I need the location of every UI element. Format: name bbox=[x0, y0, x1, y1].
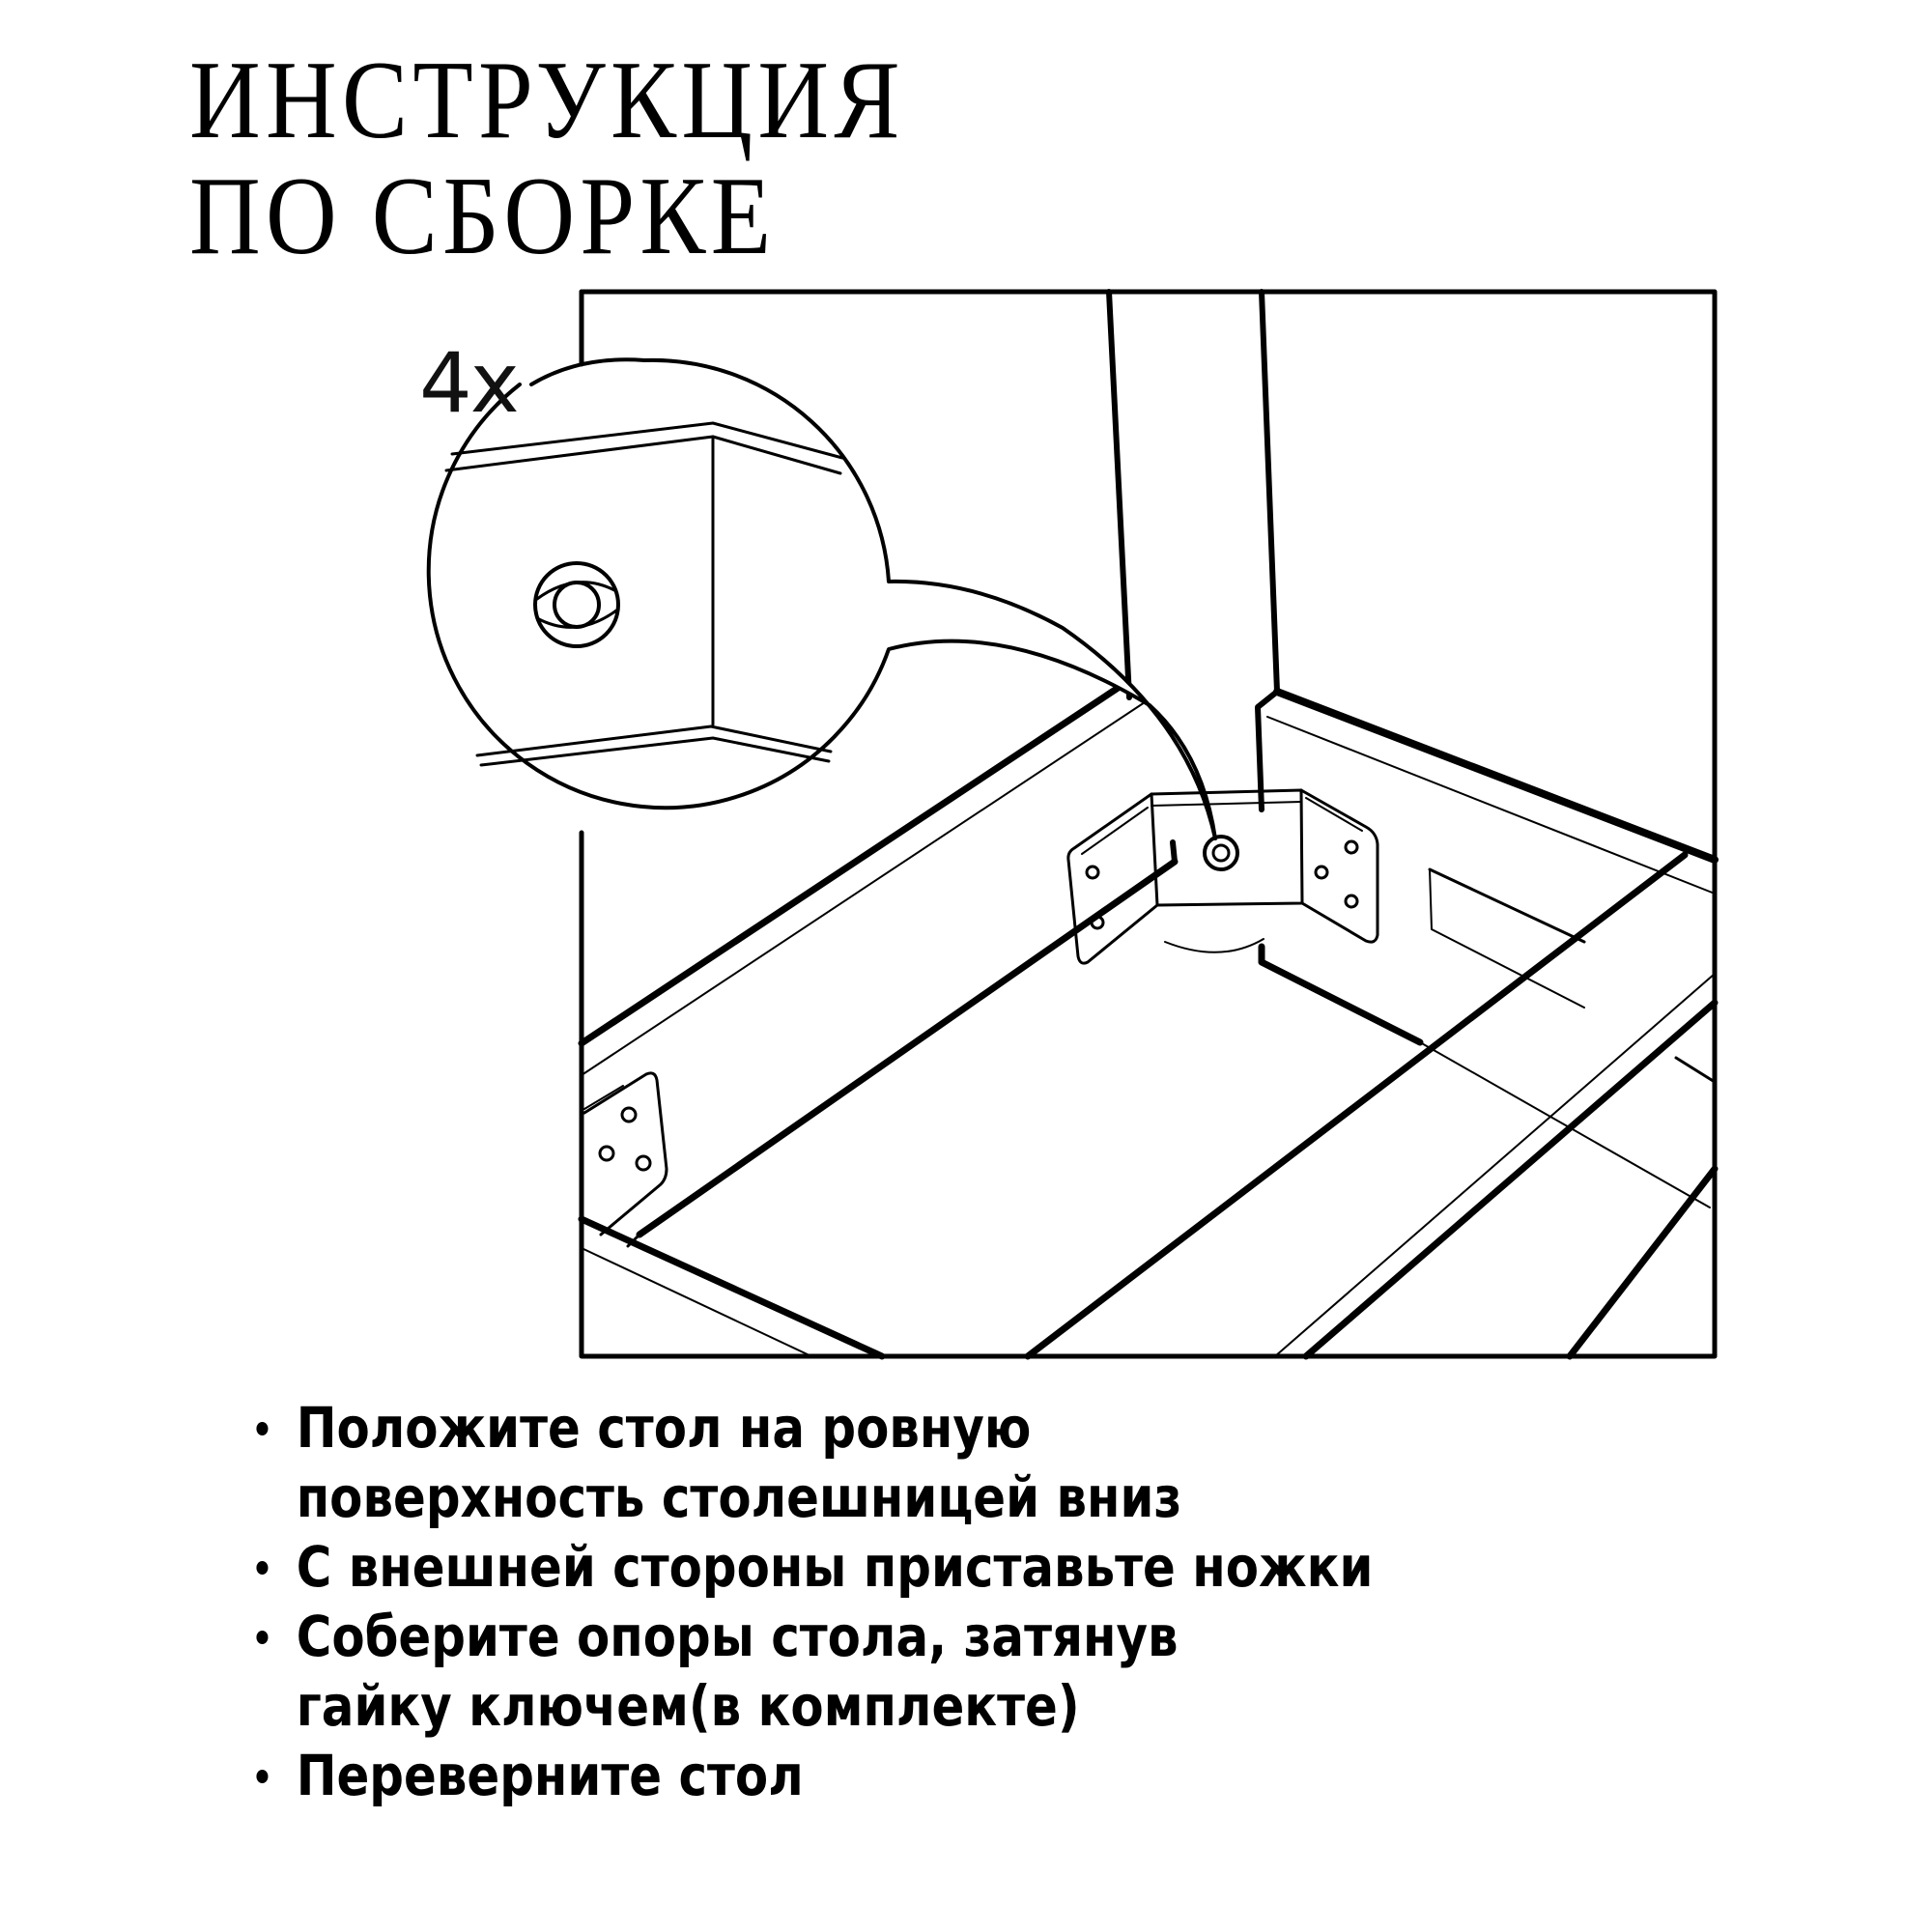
bullet-icon bbox=[256, 1631, 269, 1644]
cross-slats bbox=[1024, 851, 1719, 1360]
title-line-2: ПО СБОРКЕ bbox=[189, 155, 777, 278]
bullet-icon bbox=[256, 1422, 269, 1435]
table-leg bbox=[1106, 289, 1280, 953]
instruction-step: Соберите опоры стола, затянув гайку ключ… bbox=[253, 1602, 1460, 1741]
instruction-step: С внешней стороны приставьте ножки bbox=[253, 1532, 1460, 1602]
step-text: С внешней стороны приставьте ножки bbox=[296, 1534, 1374, 1600]
apron-rail-front bbox=[578, 1215, 886, 1360]
title-line-1: ИНСТРУКЦИЯ bbox=[189, 39, 905, 162]
step-text: Положите стол на ровную поверхность стол… bbox=[296, 1395, 1182, 1530]
step-text: Соберите опоры стола, затянув гайку ключ… bbox=[296, 1604, 1179, 1739]
assembly-illustration bbox=[426, 289, 1719, 1360]
bullet-icon bbox=[256, 1561, 269, 1575]
instruction-step: Положите стол на ровную поверхность стол… bbox=[253, 1393, 1460, 1532]
quantity-label: 4x bbox=[419, 335, 520, 432]
magnified-nut-icon bbox=[533, 561, 620, 648]
step-text: Переверните стол bbox=[296, 1743, 804, 1808]
corner-bracket-lower bbox=[582, 1071, 668, 1236]
page-title: ИНСТРУКЦИЯ ПО СБОРКЕ bbox=[189, 43, 905, 274]
apron-rail-left bbox=[578, 679, 1179, 1238]
bullet-icon bbox=[256, 1770, 269, 1783]
nut bbox=[1203, 835, 1239, 871]
corner-bracket bbox=[1066, 788, 1379, 965]
instruction-step: Переверните стол bbox=[253, 1741, 1460, 1810]
detail-callout bbox=[426, 289, 1217, 840]
apron-rail-right bbox=[1255, 688, 1719, 1208]
instruction-steps: Положите стол на ровную поверхность стол… bbox=[253, 1393, 1656, 1810]
